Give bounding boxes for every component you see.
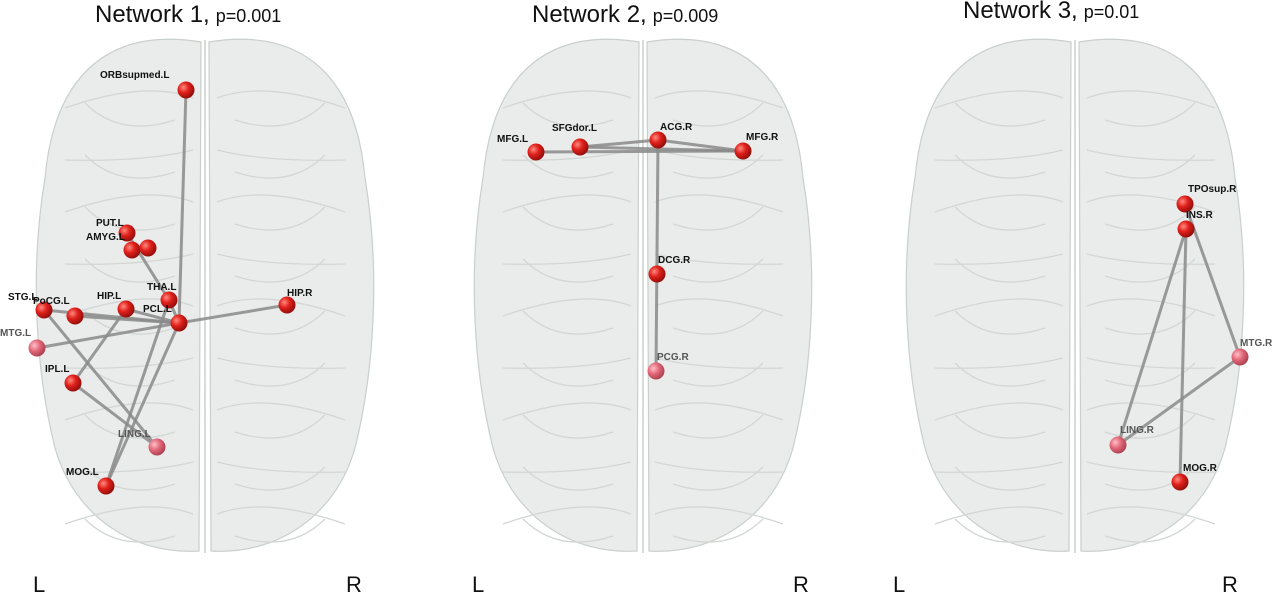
node-pcl[interactable] (170, 314, 188, 332)
node-label-ipl: IPL.L (45, 364, 69, 375)
network-title: Network 3, p=0.01 (963, 0, 1139, 24)
node-mfgl[interactable] (527, 143, 545, 161)
right-hemisphere (1078, 38, 1245, 552)
node-stg[interactable] (35, 301, 53, 319)
network-p-value: p=0.009 (653, 6, 719, 26)
edge-pcl-hipr (177, 303, 289, 325)
node-label-sfg: SFGdor.L (552, 123, 597, 134)
node-label-amyg: AMYG.L (86, 232, 125, 243)
right-side-label: R (346, 572, 362, 597)
left-side-label: L (472, 572, 484, 597)
right-hemisphere (646, 38, 813, 552)
node-ling[interactable] (1109, 436, 1127, 454)
node-mog[interactable] (97, 477, 115, 495)
node-label-hipr: HIP.R (287, 288, 313, 299)
node-label-orb: ORBsupmed.L (100, 70, 169, 81)
node-orb[interactable] (177, 81, 195, 99)
edge-tha-mog (104, 298, 171, 488)
edge-stg-ling (42, 308, 159, 449)
node-amyg[interactable] (123, 241, 141, 259)
edges (35, 88, 289, 488)
node-label-dcg: DCG.R (658, 255, 691, 266)
network-title: Network 1, p=0.001 (95, 1, 281, 28)
node-label-tpo: TPOsup.R (1188, 184, 1237, 195)
node-tha[interactable] (160, 291, 178, 309)
network-panel-3: Network 3, p=0.01L R TPOsup.R INS.R MTG.R LING… (893, 0, 1273, 597)
node-mtg[interactable] (28, 339, 46, 357)
node-label-mfgr: MFG.R (746, 132, 779, 143)
node-label-stg: STG.L (8, 292, 37, 303)
node-tpo[interactable] (1176, 195, 1194, 213)
node-label-ling: LING.R (1120, 425, 1155, 436)
node-label-tha: THA.L (147, 282, 176, 293)
node-label-mog: MOG.L (66, 467, 99, 478)
node-ipl[interactable] (64, 374, 82, 392)
node-label-ling: LING.L (118, 429, 151, 440)
node-put[interactable] (118, 224, 136, 242)
node-label-mfgl: MFG.L (497, 134, 528, 145)
left-side-label: L (893, 572, 905, 597)
node-label-hipl: HIP.L (97, 291, 121, 302)
edges (534, 138, 745, 373)
node-label-pcg: PCG.R (657, 352, 689, 363)
node-ins[interactable] (1177, 220, 1195, 238)
node-pcg[interactable] (647, 362, 665, 380)
network-name: Network 1, (95, 1, 210, 28)
node-label-acg: ACG.R (660, 122, 693, 133)
node-mtg[interactable] (1231, 348, 1249, 366)
edge-mtg-ling (1116, 355, 1242, 447)
node-label-mtg: MTG.R (1240, 338, 1273, 349)
left-hemisphere (473, 38, 640, 552)
node-label-mog: MOG.R (1183, 463, 1218, 474)
node-mog[interactable] (1171, 473, 1189, 491)
node-ling[interactable] (148, 438, 166, 456)
node-dcg[interactable] (648, 265, 666, 283)
node-hipr[interactable] (278, 296, 296, 314)
nodes: ORBsupmed.L PUT.L AMYG.L THA.L HIP.L HIP.R STG… (0, 70, 313, 495)
network-title: Network 2, p=0.009 (532, 1, 718, 28)
edge-ins-ling (1116, 227, 1188, 447)
nodes: MFG.L SFGdor.L ACG.R MFG.R DCG.R PCG.R (497, 122, 779, 380)
network-name: Network 2, (532, 1, 647, 28)
edge-orb-pcl (177, 88, 188, 325)
node-mfgr[interactable] (734, 142, 752, 160)
edge-hipl-ipl (71, 307, 128, 385)
edge-sfg-mfgr (578, 145, 745, 153)
gyri-texture (502, 90, 784, 543)
node-n1[interactable] (139, 239, 157, 257)
node-label-ins: INS.R (1186, 210, 1213, 221)
node-label-pcl: PCL.L (143, 304, 172, 315)
left-side-label: L (33, 572, 45, 597)
nodes: TPOsup.R INS.R MTG.R LING.R MOG.R (1109, 184, 1273, 491)
node-label-pocg: PoCG.L (33, 296, 70, 307)
edge-ipl-ling (71, 381, 159, 449)
right-hemisphere (208, 38, 375, 552)
network-p-value: p=0.001 (216, 6, 282, 26)
node-hipl[interactable] (117, 300, 135, 318)
edge-stg-pcl (42, 308, 181, 325)
network-p-value: p=0.01 (1084, 2, 1140, 22)
node-label-mtg: MTG.L (0, 328, 31, 339)
edge-acg-pcg (654, 138, 660, 373)
node-label-put: PUT.L (96, 218, 124, 229)
right-side-label: R (793, 572, 809, 597)
node-sfg[interactable] (571, 138, 589, 156)
node-acg[interactable] (649, 131, 667, 149)
left-hemisphere (905, 38, 1072, 552)
edge-pcl-mog (104, 321, 181, 488)
edge-ins-mog (1178, 227, 1188, 484)
node-pocg[interactable] (66, 307, 84, 325)
network-name: Network 3, (963, 0, 1078, 24)
right-side-label: R (1222, 572, 1238, 597)
